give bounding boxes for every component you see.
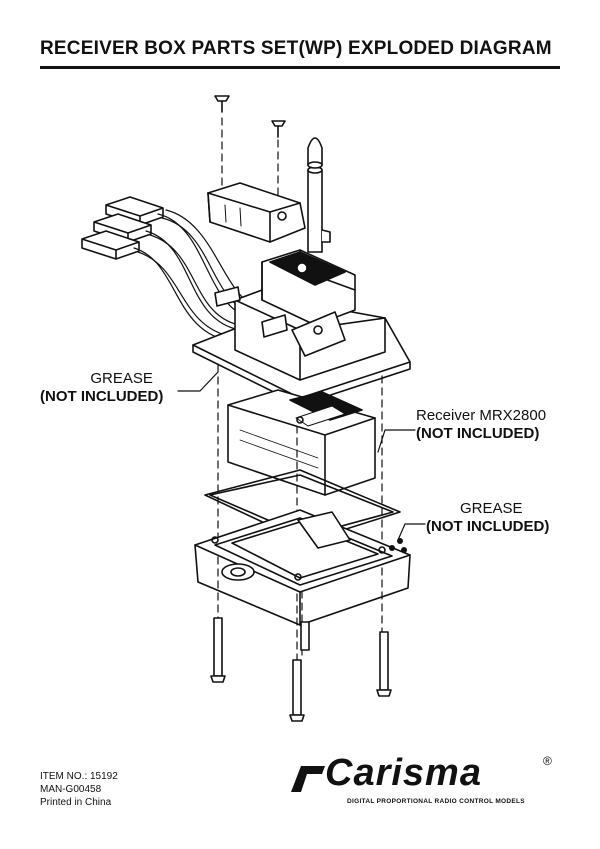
- grease-right-note: (NOT INCLUDED): [426, 518, 550, 535]
- item-number: ITEM NO.: 15192: [40, 771, 118, 782]
- registered-mark: ®: [543, 754, 552, 768]
- receiver-note: (NOT INCLUDED): [416, 425, 540, 442]
- logo-mark-icon: [291, 766, 325, 792]
- screw-bottom-right: [376, 631, 392, 697]
- box-base: [194, 509, 411, 626]
- antenna-tube: [307, 166, 331, 253]
- receiver-unit: [227, 389, 376, 496]
- grease-left-label: GREASE (NOT INCLUDED): [40, 370, 163, 406]
- printed-in: Printed in China: [40, 797, 112, 808]
- wire-clamp: [207, 182, 306, 243]
- footer-info: ITEM NO.: 15192 MAN-G00458 Printed in Ch…: [40, 770, 118, 809]
- title-underline: [40, 66, 560, 69]
- grease-left-text: GREASE: [90, 370, 153, 387]
- grease-right-label: GREASE (NOT INCLUDED): [426, 500, 549, 536]
- screw-top-right: [271, 120, 286, 138]
- antenna-cap: [307, 137, 323, 169]
- receiver-label: Receiver MRX2800 (NOT INCLUDED): [416, 407, 546, 443]
- leader-lines: [177, 371, 426, 541]
- grease-left-note: (NOT INCLUDED): [40, 388, 164, 405]
- screw-top-left: [214, 95, 230, 113]
- logo-tagline: DIGITAL PROPORTIONAL RADIO CONTROL MODEL…: [347, 798, 525, 805]
- pin-bottom-center: [300, 621, 310, 651]
- receiver-text: Receiver MRX2800: [416, 407, 547, 424]
- screw-bottom-left: [210, 617, 226, 683]
- carisma-logo: Carisma ® DIGITAL PROPORTIONAL RADIO CON…: [285, 752, 560, 812]
- servo-connectors: [81, 196, 164, 260]
- page-title: RECEIVER BOX PARTS SET(WP) EXPLODED DIAG…: [40, 38, 552, 59]
- logo-wordmark: Carisma: [325, 752, 482, 794]
- manual-code: MAN-G00458: [40, 784, 102, 795]
- screw-bottom-center: [289, 659, 305, 722]
- grease-right-text: GREASE: [460, 500, 523, 517]
